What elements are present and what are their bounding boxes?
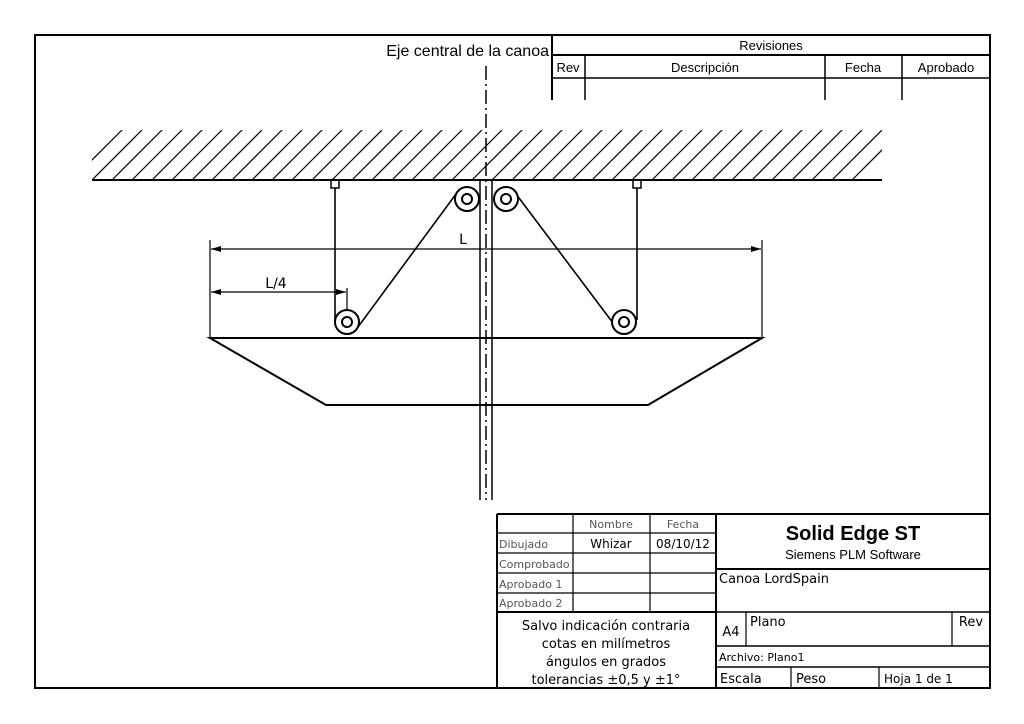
- note-line-2: cotas en milímetros: [542, 637, 671, 652]
- revisions-title: Revisiones: [739, 38, 803, 53]
- ropes: [334, 188, 638, 328]
- dimension-lines: [209, 240, 763, 338]
- weight-label: Peso: [796, 672, 826, 687]
- row-label-aprobado-1: Aprobado 1: [499, 578, 562, 591]
- row-label-dibujado: Dibujado: [499, 538, 548, 551]
- company-subtitle: Siemens PLM Software: [785, 547, 921, 562]
- canoe-centerline: [479, 66, 493, 500]
- centerline-label: Eje central de la canoa: [386, 43, 549, 60]
- revisions-col-rev: Rev: [556, 60, 580, 75]
- note-line-3: ángulos en grados: [546, 655, 666, 670]
- scale-label: Escala: [720, 672, 762, 687]
- revisions-table: [551, 35, 990, 100]
- row-name-dibujado: Whizar: [590, 537, 631, 551]
- row-label-comprobado: Comprobado: [499, 558, 570, 571]
- right-canoe-pulley: [611, 309, 637, 335]
- row-date-dibujado: 08/10/12: [656, 537, 710, 551]
- row-label-aprobado-2: Aprobado 2: [499, 597, 562, 610]
- note-line-1: Salvo indicación contraria: [522, 619, 690, 634]
- title-header-name: Nombre: [589, 518, 633, 531]
- sheet-number: Hoja 1 de 1: [884, 672, 953, 686]
- dimension-full-label: L: [459, 232, 467, 248]
- file-name: Archivo: Plano1: [719, 651, 804, 664]
- rev-label: Rev: [959, 615, 983, 630]
- revisions-col-description: Descripción: [671, 60, 739, 75]
- left-canoe-pulley: [334, 309, 360, 335]
- drawing-title: Canoa LordSpain: [719, 572, 829, 587]
- sheet-size: A4: [722, 625, 739, 640]
- sheet-border: [34, 34, 991, 689]
- title-header-date: Fecha: [667, 518, 699, 531]
- dimension-quarter-label: L/4: [265, 276, 287, 292]
- revisions-col-date: Fecha: [845, 60, 882, 75]
- revisions-col-approved: Aprobado: [918, 60, 974, 75]
- right-ceiling-pulley: [493, 186, 519, 212]
- left-anchor: [330, 179, 340, 189]
- title-block-frame: [496, 513, 990, 688]
- right-anchor: [632, 179, 642, 189]
- canoe-hull: [206, 337, 766, 406]
- note-line-4: tolerancias ±0,5 y ±1°: [531, 673, 680, 688]
- plan-label: Plano: [750, 615, 786, 630]
- left-ceiling-pulley: [454, 186, 480, 212]
- ceiling-hatch: [92, 130, 882, 180]
- company-name: Solid Edge ST: [786, 523, 920, 545]
